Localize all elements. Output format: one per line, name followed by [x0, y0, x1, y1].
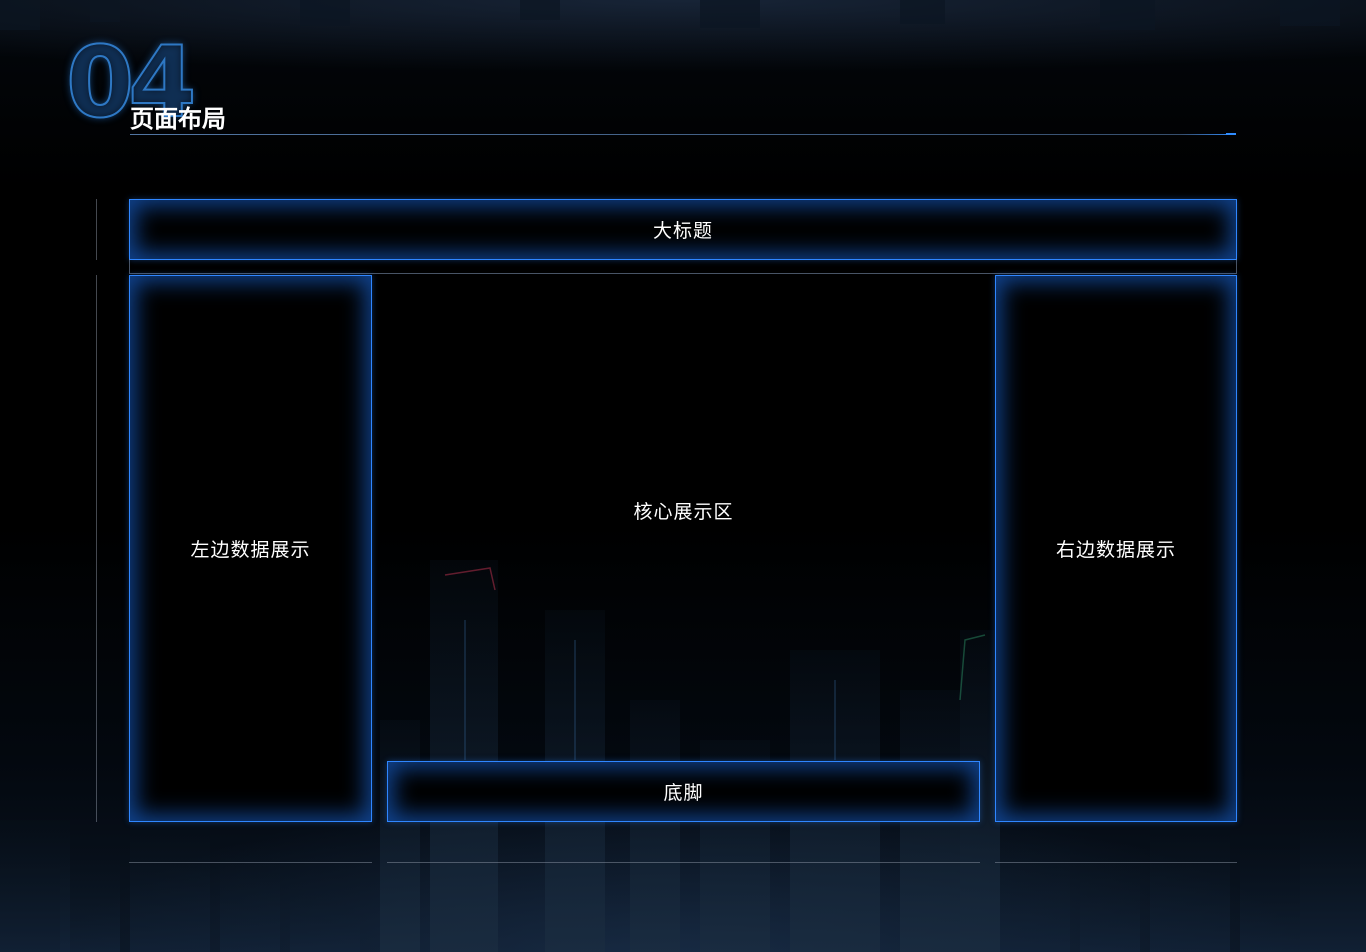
section-number: 04	[65, 26, 197, 140]
title-divider	[130, 134, 1236, 135]
section-title: 页面布局	[130, 105, 226, 133]
header-region: 大标题	[129, 199, 1237, 260]
guide-line-bottom-left	[129, 862, 372, 863]
guide-line-left-header	[96, 199, 97, 260]
footer-region-label: 底脚	[663, 782, 704, 804]
left-data-panel-label: 左边数据展示	[190, 539, 311, 561]
footer-region: 底脚	[387, 761, 980, 822]
guide-line-left-body	[96, 275, 97, 822]
title-divider-accent	[1226, 133, 1236, 135]
right-data-panel-label: 右边数据展示	[1055, 539, 1176, 561]
header-region-label: 大标题	[652, 220, 713, 242]
right-data-panel: 右边数据展示	[995, 275, 1237, 822]
core-display-area-label: 核心展示区	[633, 501, 734, 523]
guide-line-bottom-right	[995, 862, 1237, 863]
guide-line-bottom-center	[387, 862, 980, 863]
left-data-panel: 左边数据展示	[129, 275, 372, 822]
header-subbar	[129, 259, 1237, 274]
